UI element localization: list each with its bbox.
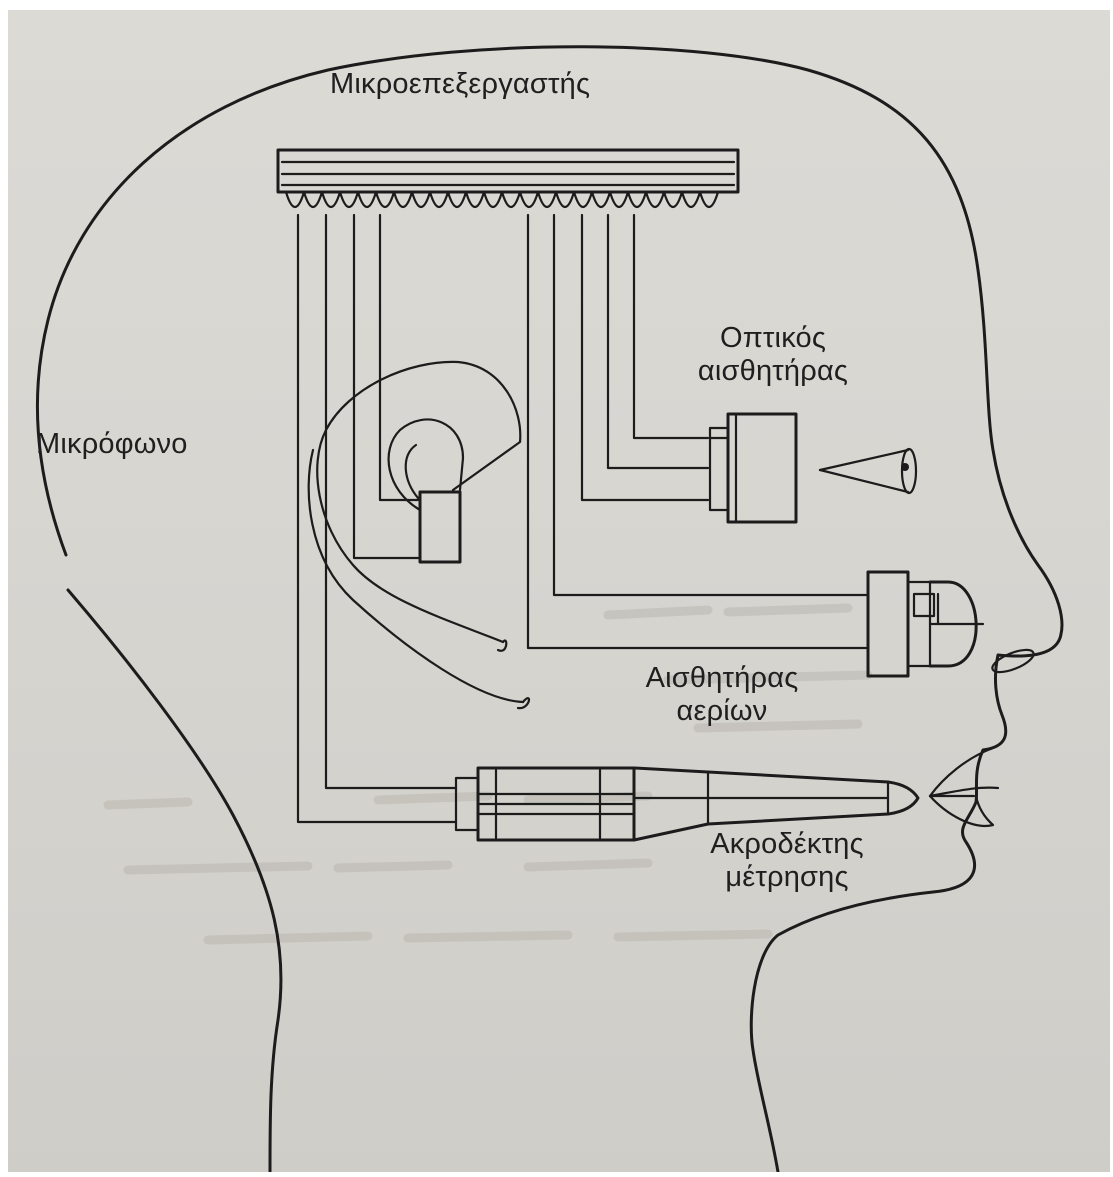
- optical-sensor-component: [710, 414, 796, 522]
- microphone-capsule: [420, 492, 460, 562]
- optical-sensor-label: Οπτικός αισθητήρας: [668, 322, 878, 388]
- eye: [820, 449, 916, 493]
- gas-sensor-label-line2: αερίων: [622, 695, 822, 728]
- probe-label: Ακροδέκτης μέτρησης: [672, 828, 902, 894]
- mouth: [930, 748, 998, 826]
- optical-sensor-label-line2: αισθητήρας: [668, 355, 878, 388]
- microphone-label: Μικρόφωνο: [36, 428, 188, 461]
- scanned-page: Μικροεπεξεργαστής Οπτικός αισθητήρας Μικ…: [8, 10, 1110, 1172]
- microprocessor-label: Μικροεπεξεργαστής: [330, 68, 590, 101]
- gas-sensor-label: Αισθητήρας αερίων: [622, 662, 822, 728]
- probe-label-line1: Ακροδέκτης: [672, 828, 902, 861]
- nostril: [990, 645, 1037, 676]
- gas-sensor-component: [868, 572, 983, 676]
- microprocessor-chip: [278, 150, 738, 207]
- wires: [298, 215, 866, 822]
- diagram-drawing: [8, 10, 1110, 1172]
- probe-label-line2: μέτρησης: [672, 861, 902, 894]
- optical-sensor-label-line1: Οπτικός: [668, 322, 878, 355]
- gas-sensor-label-line1: Αισθητήρας: [622, 662, 822, 695]
